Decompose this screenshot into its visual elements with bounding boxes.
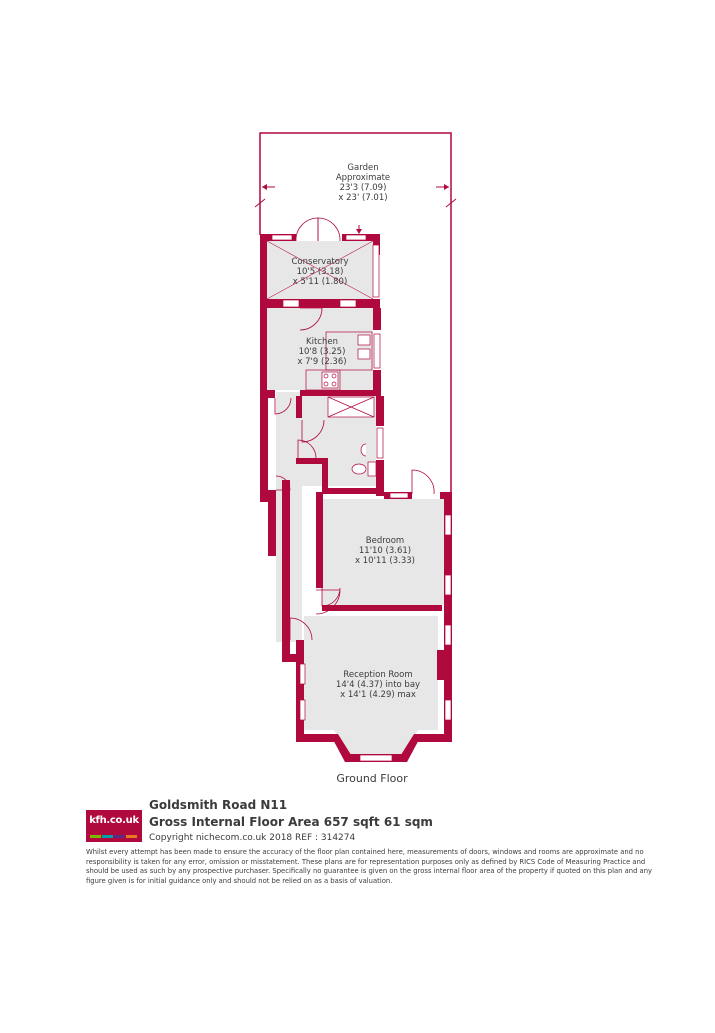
floor-plan: Garden Approximate 23'3 (7.09) x 23' (7.… — [254, 132, 457, 785]
garden-area — [254, 132, 457, 494]
garden-name: Garden — [347, 163, 378, 173]
garden-note: Approximate — [336, 173, 390, 183]
reception-name: Reception Room — [343, 670, 412, 680]
kfh-logo: kfh.co.uk — [86, 810, 142, 842]
logo-bar-orange — [126, 835, 137, 838]
reception-dim-1: 14'4 (4.37) into bay — [336, 680, 420, 690]
conservatory-dim-2: x 5'11 (1.80) — [293, 277, 348, 287]
kitchen-name: Kitchen — [306, 337, 338, 347]
floor-label: Ground Floor — [336, 772, 408, 785]
logo-color-bars — [90, 835, 137, 838]
reception-dim-2: x 14'1 (4.29) max — [340, 690, 416, 700]
kitchen-dim-1: 10'8 (3.25) — [299, 347, 346, 357]
room-labels: Garden Approximate 23'3 (7.09) x 23' (7.… — [292, 163, 421, 785]
logo-text: kfh.co.uk — [89, 815, 139, 826]
plan-heading: Goldsmith Road N11 Gross Internal Floor … — [149, 797, 433, 845]
disclaimer: Whilst every attempt has been made to en… — [86, 848, 653, 885]
address: Goldsmith Road N11 — [149, 798, 288, 812]
conservatory-name: Conservatory — [292, 257, 349, 267]
bedroom-name: Bedroom — [366, 536, 404, 546]
bedroom-dim-2: x 10'11 (3.33) — [355, 556, 415, 566]
bedroom-dim-1: 11'10 (3.61) — [359, 546, 411, 556]
windows — [271, 234, 452, 762]
garden-dim-1: 23'3 (7.09) — [340, 183, 387, 193]
conservatory-roof-lines — [266, 240, 374, 300]
doors — [274, 217, 435, 641]
fixtures — [305, 331, 377, 477]
logo-bar-teal — [102, 835, 113, 838]
conservatory-dim-1: 10'5 (3.18) — [297, 267, 344, 277]
logo-bar-purple — [114, 835, 125, 838]
copyright: Copyright nichecom.co.uk 2018 REF : 3142… — [149, 833, 356, 843]
garden-dim-2: x 23' (7.01) — [338, 193, 387, 203]
kitchen-dim-2: x 7'9 (2.36) — [297, 357, 346, 367]
logo-bar-green — [90, 835, 101, 838]
floor-area: Gross Internal Floor Area 657 sqft 61 sq… — [149, 815, 433, 829]
